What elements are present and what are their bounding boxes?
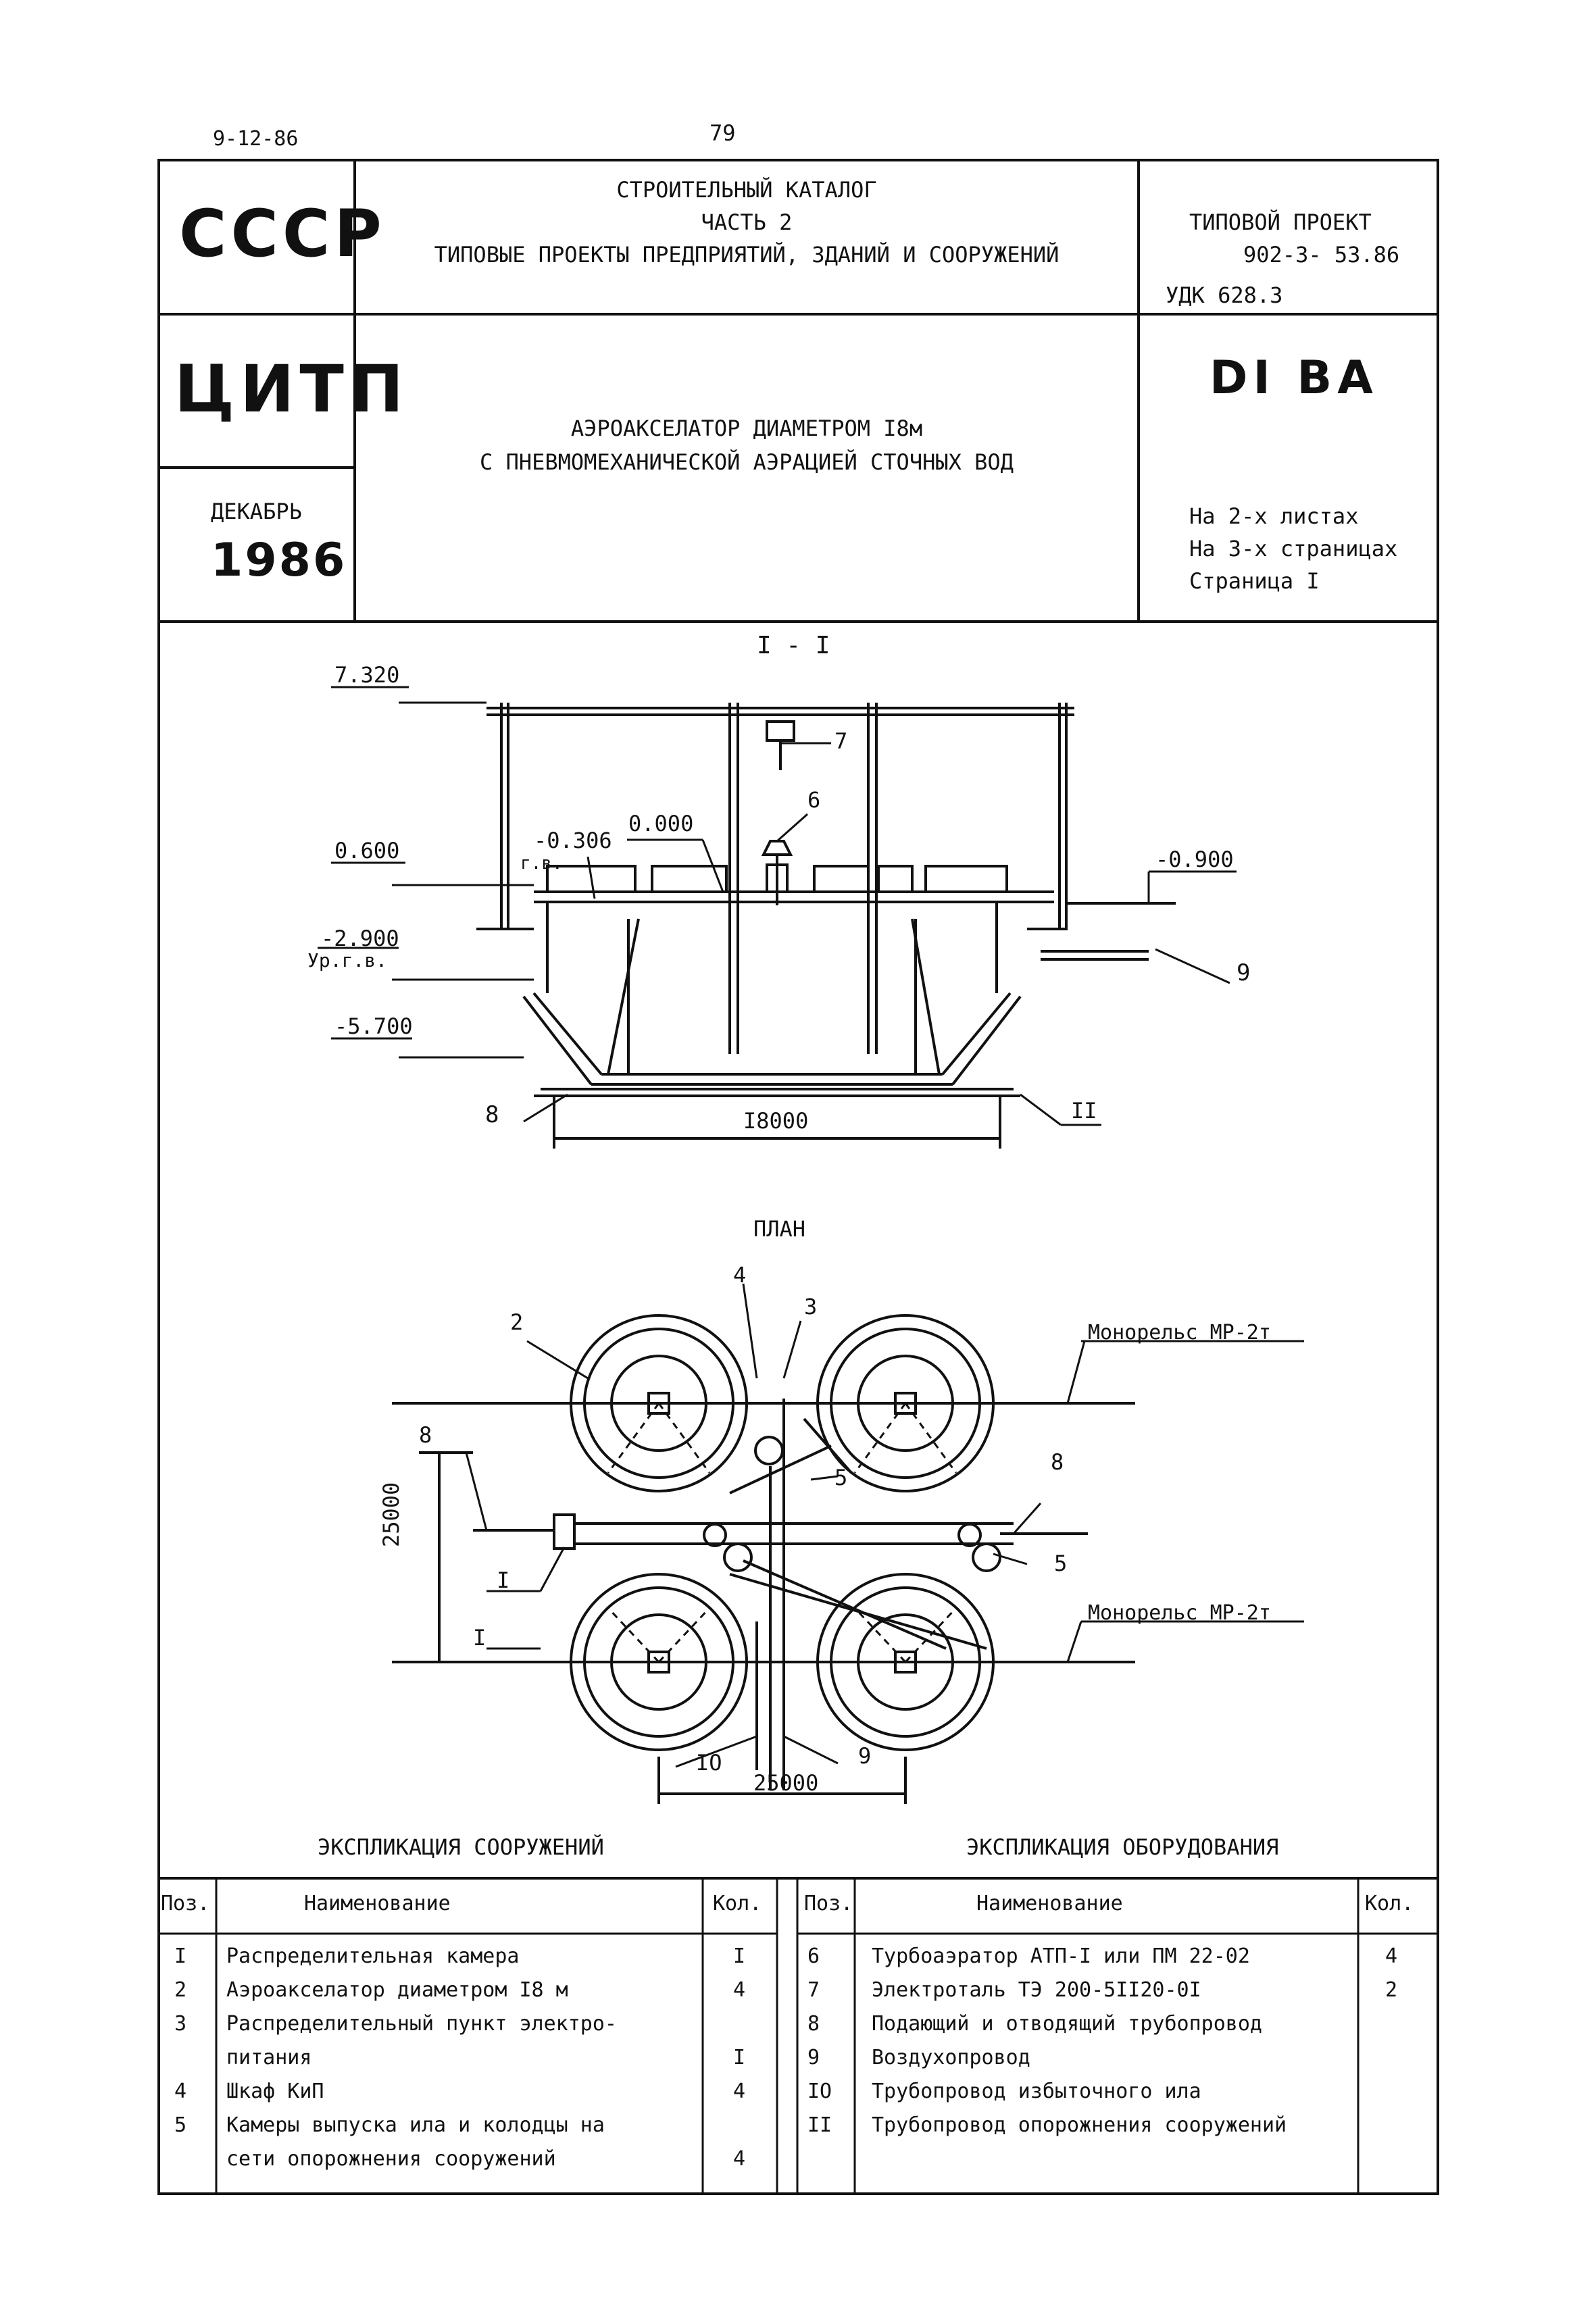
section-callout-7: 7 — [834, 728, 848, 754]
structures-row-name: Шкаф КиП — [226, 2080, 324, 2103]
elevation-minus-5700: -5.700 — [334, 1013, 413, 1039]
section-callout-6: 6 — [807, 787, 821, 813]
equipment-row-pos: 6 — [807, 1944, 820, 1968]
country-label: СССР — [179, 196, 386, 272]
plan-callout-4: 4 — [733, 1262, 747, 1288]
plan-dimension-vertical: 25000 — [378, 1482, 404, 1547]
year-label: 1986 — [211, 534, 347, 587]
plan-callout-3: 3 — [804, 1294, 818, 1319]
page-label: Страница I — [1189, 568, 1320, 594]
plan-callout-2: 2 — [510, 1309, 524, 1335]
structures-header-qty: Кол. — [713, 1892, 762, 1915]
elevation-7320: 7.320 — [334, 662, 400, 688]
structures-row-qty: 4 — [733, 2080, 746, 2103]
equipment-row-pos: IO — [807, 2080, 832, 2103]
structures-row-pos: 5 — [174, 2113, 187, 2137]
equipment-row-name: Турбоаэратор АТП-I или ПМ 22-02 — [872, 1944, 1250, 1968]
equipment-row-qty: 2 — [1385, 1978, 1398, 2002]
equipment-row-pos: 7 — [807, 1978, 820, 2002]
catalog-line-3: ТИПОВЫЕ ПРОЕКТЫ ПРЕДПРИЯТИЙ, ЗДАНИЙ И СО… — [434, 242, 1059, 268]
plan-dimension-horizontal: 25000 — [753, 1770, 819, 1796]
gv-label: г.в. — [520, 853, 563, 874]
structures-row-name: Камеры выпуска ила и колодцы на — [226, 2113, 605, 2137]
structures-row-name: питания — [226, 2046, 312, 2069]
org-label: ЦИТП — [174, 351, 409, 427]
plan-callout-8b: 8 — [1051, 1449, 1064, 1475]
structures-row-qty: 4 — [733, 1978, 746, 2002]
elevation-minus-0900: -0.900 — [1155, 847, 1234, 872]
structures-row-pos: 2 — [174, 1978, 187, 2002]
page-number: 79 — [709, 120, 736, 146]
structures-row-name: Распределительный пункт электро- — [226, 2012, 617, 2036]
pages-count: На 3-х страницах — [1189, 536, 1398, 561]
monorail-label-bottom: Монорельс МР-2т — [1088, 1601, 1271, 1625]
section-title: I - I — [757, 632, 830, 659]
plan-callout-5b: 5 — [1054, 1551, 1068, 1576]
equipment-row-pos: 8 — [807, 2012, 820, 2036]
equipment-row-pos: II — [807, 2113, 832, 2137]
section-dimension: I8000 — [743, 1108, 809, 1134]
structures-header-pos: Поз. — [161, 1892, 210, 1915]
section-callout-11: II — [1071, 1098, 1097, 1124]
equipment-row-name: Воздухопровод — [872, 2046, 1030, 2069]
catalog-line-1: СТРОИТЕЛЬНЫЙ КАТАЛОГ — [616, 177, 877, 203]
project-label: ТИПОВОЙ ПРОЕКТ — [1189, 209, 1372, 235]
plan-title: ПЛАН — [753, 1216, 806, 1242]
elevation-minus-0306: -0.306 — [534, 828, 612, 853]
plan-callout-8a: 8 — [419, 1422, 432, 1448]
structures-row-name: сети опорожнения сооружений — [226, 2147, 556, 2171]
udk-label: УДК 628.3 — [1166, 282, 1283, 308]
equipment-header-qty: Кол. — [1365, 1892, 1414, 1915]
document-title-line-1: АЭРОАКСЕЛАТОР ДИАМЕТРОМ I8м — [570, 416, 923, 441]
equipment-header-pos: Поз. — [804, 1892, 853, 1915]
structures-row-pos: I — [174, 1944, 187, 1968]
equipment-row-name: Трубопровод опорожнения сооружений — [872, 2113, 1287, 2137]
equipment-header-name: Наименование — [976, 1892, 1123, 1915]
structures-row-qty: I — [733, 1944, 746, 1968]
plan-cut-label: I — [473, 1625, 487, 1651]
equipment-row-pos: 9 — [807, 2046, 820, 2069]
structures-row-pos: 3 — [174, 2012, 187, 2036]
catalog-line-2: ЧАСТЬ 2 — [701, 209, 793, 235]
section-callout-8: 8 — [485, 1101, 499, 1128]
elevation-minus-2900: -2.900 — [321, 926, 399, 951]
sheets-count: На 2-х листах — [1189, 503, 1359, 529]
plan-callout-10: IO — [696, 1750, 722, 1776]
structures-row-pos: 4 — [174, 2080, 187, 2103]
structures-row-qty: 4 — [733, 2147, 746, 2171]
document-title-line-2: С ПНЕВМОМЕХАНИЧЕСКОЙ АЭРАЦИЕЙ СТОЧНЫХ ВО… — [480, 449, 1014, 475]
section-callout-9: 9 — [1237, 959, 1251, 986]
elevation-0000: 0.000 — [628, 811, 694, 836]
structures-row-name: Распределительная камера — [226, 1944, 520, 1968]
equipment-table-title: ЭКСПЛИКАЦИЯ ОБОРУДОВАНИЯ — [966, 1834, 1279, 1860]
plan-callout-1: I — [497, 1567, 510, 1593]
elevation-0600: 0.600 — [334, 838, 400, 863]
structures-header-name: Наименование — [304, 1892, 451, 1915]
equipment-row-name: Трубопровод избыточного ила — [872, 2080, 1201, 2103]
equipment-row-name: Подающий и отводящий трубопровод — [872, 2012, 1262, 2036]
monorail-label-top: Монорельс МР-2т — [1088, 1321, 1271, 1344]
document-code: DI BA — [1210, 351, 1378, 405]
structures-row-qty: I — [733, 2046, 746, 2069]
month-label: ДЕКАБРЬ — [211, 499, 302, 524]
equipment-row-qty: 4 — [1385, 1944, 1398, 1968]
plan-callout-5a: 5 — [834, 1465, 848, 1490]
equipment-row-name: Электроталь ТЭ 200-5II20-0I — [872, 1978, 1201, 2002]
project-number: 902-3- 53.86 — [1243, 242, 1400, 268]
structures-table-title: ЭКСПЛИКАЦИЯ СООРУЖЕНИЙ — [318, 1834, 604, 1860]
page-date: 9-12-86 — [213, 127, 299, 151]
groundwater-label: Ур.г.в. — [307, 949, 388, 972]
plan-callout-9: 9 — [858, 1743, 872, 1769]
structures-row-name: Аэроакселатор диаметром I8 м — [226, 1978, 568, 2002]
